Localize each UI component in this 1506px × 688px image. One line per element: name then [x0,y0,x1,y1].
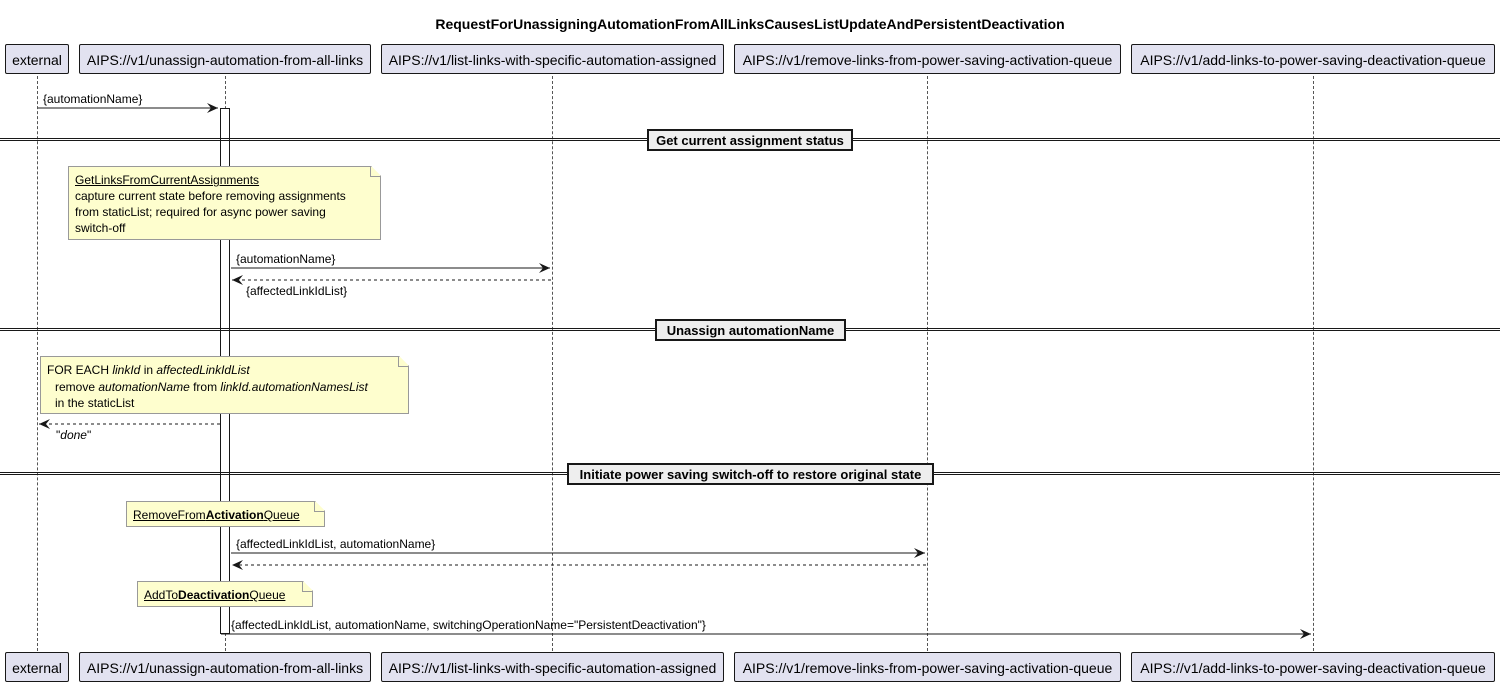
note-get-links: GetLinksFromCurrentAssignments capture c… [68,166,381,240]
text: " [56,428,61,442]
note-remove-from-activation: RemoveFromActivationQueue [126,501,325,527]
participant-add-deactivation-bottom: AIPS://v1/add-links-to-power-saving-deac… [1131,652,1495,682]
participant-external: external [5,44,69,74]
participant-list-links-bottom: AIPS://v1/list-links-with-specific-autom… [381,652,724,682]
note-fold-icon [302,582,312,592]
text: FOR EACH [47,363,113,377]
section-label-3: Initiate power saving switch-off to rest… [567,463,934,485]
message-label-m4: "done" [56,428,91,442]
lifeline-remove-activation [927,76,928,651]
text: " [86,428,92,442]
message-label-m1: {automationName} [43,92,143,106]
section-label-2: Unassign automationName [655,319,846,341]
text: Queue [249,588,286,602]
message-label-m3: {affectedLinkIdList} [246,284,348,298]
participant-unassign: AIPS://v1/unassign-automation-from-all-l… [79,44,371,74]
note-fold-icon [398,357,408,367]
lifeline-list-links [552,76,553,651]
participant-remove-activation-bottom: AIPS://v1/remove-links-from-power-saving… [734,652,1121,682]
text: linkId.automationNamesList [220,379,368,394]
note-line-2: remove automationName from linkId.automa… [47,379,402,396]
note-fold-icon [370,167,380,177]
participant-external-bottom: external [5,652,69,682]
note-line: capture current state before removing as… [75,189,346,203]
note-fold-icon [314,502,324,512]
section-label-1: Get current assignment status [647,129,853,151]
text: automationName [98,379,190,394]
text: linkId [112,363,141,377]
text: from [189,379,221,394]
text: RemoveFrom [133,508,206,522]
text: remove [55,379,99,394]
note-line-1: FOR EACH linkId in affectedLinkIdList [47,362,402,379]
message-label-m5: {affectedLinkIdList, automationName} [236,537,436,551]
diagram-title: RequestForUnassigningAutomationFromAllLi… [435,16,1065,32]
text: affectedLinkIdList [156,363,250,377]
participant-add-deactivation: AIPS://v1/add-links-to-power-saving-deac… [1131,44,1495,74]
participant-remove-activation: AIPS://v1/remove-links-from-power-saving… [734,44,1121,74]
text: done [60,428,87,442]
note-title: GetLinksFromCurrentAssignments [75,173,260,187]
participant-unassign-bottom: AIPS://v1/unassign-automation-from-all-l… [79,652,371,682]
text: Activation [205,508,264,522]
lifeline-external [37,76,38,651]
note-for-each: FOR EACH linkId in affectedLinkIdList re… [40,356,409,414]
text: AddTo [144,588,179,602]
text: Deactivation [178,588,250,602]
message-label-m2: {automationName} [236,252,336,266]
lifeline-add-deactivation [1313,76,1314,651]
participant-list-links: AIPS://v1/list-links-with-specific-autom… [381,44,724,74]
note-line: switch-off [75,221,126,235]
text: Queue [263,508,300,522]
note-line-3: in the staticList [55,396,135,410]
note-line: from staticList; required for async powe… [75,205,326,219]
text: in [140,363,157,377]
note-add-to-deactivation: AddToDeactivationQueue [137,581,313,607]
message-label-m6: {affectedLinkIdList, automationName, swi… [231,618,706,632]
